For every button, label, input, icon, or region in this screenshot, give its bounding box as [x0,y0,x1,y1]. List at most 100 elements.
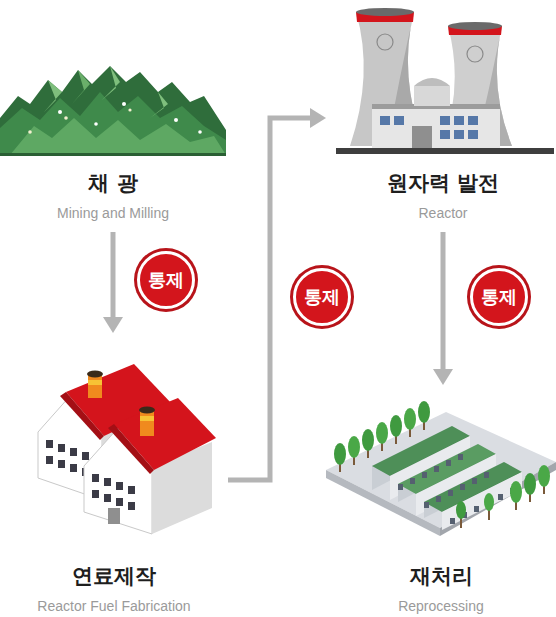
reprocessing-illustration-part-part [390,415,402,437]
reprocessing-illustration-part-part [460,518,462,528]
mountain-illustration-part [44,80,62,112]
mountain-illustration-part [122,102,126,106]
factory-illustration-part [92,474,99,482]
factory-illustration-part [116,498,123,506]
reprocessing-illustration-part-part [334,443,346,465]
reactor-illustration-part [440,116,450,125]
factory-illustration-part [92,490,99,498]
reactor-illustration-part [377,34,393,50]
edge-label: 통제 [481,285,517,309]
stage-title: 재처리 [410,563,473,589]
factory-illustration-part [116,482,123,490]
reprocessing-illustration-part-part [348,436,360,458]
mountain-illustration-part [198,130,202,134]
mountain-illustration-part [64,116,68,120]
reprocessing-illustration-part-part [538,465,550,487]
factory-illustration-part [128,502,135,510]
factory-illustration-part [140,410,154,436]
factory-illustration-part [60,392,104,440]
reprocessing-illustration-part-part [488,510,490,520]
stage-title: 원자력 발전 [387,170,499,196]
factory-illustration-part [58,444,65,452]
reprocessing-illustration-part-part [460,484,465,490]
mountain-illustration-part [10,118,226,155]
reactor-illustration-part [380,116,390,125]
edge-label: 통제 [148,268,184,292]
mountain-illustration-part [128,108,131,111]
factory-illustration-part [139,407,155,414]
reactor-illustration-part [336,148,554,154]
factory-illustration-part [114,398,216,470]
mountain-illustration-part [72,70,90,104]
reprocessing-illustration-part-part [484,493,494,511]
mountain-illustration-part [174,118,178,122]
stage-node: 채 광 Mining and Milling [0,60,226,228]
reprocessing-illustration-part [326,412,556,528]
reprocessing-illustration-part-part [376,422,388,444]
reprocessing-illustration-part-part [436,496,441,502]
reprocessing-illustration-part [398,454,515,524]
edge-label: 통제 [304,285,340,309]
factory-illustration-part [88,380,102,385]
reactor-illustration-part [394,116,404,125]
reprocessing-illustration-part-part [484,472,489,478]
reprocessing-illustration-part-part [474,506,479,512]
factory-illustration-part [108,508,120,524]
reprocessing-illustration-part-part [446,460,451,466]
control-badge: 통제 [293,268,351,326]
reprocessing-illustration-part-part [410,478,415,484]
reprocessing-illustration-part-part [434,466,439,472]
reprocessing-illustration-part-part [422,472,427,478]
stage-node: 원자력 발전Reactor [330,0,556,228]
mountain-illustration [0,66,226,156]
reprocessing-illustration-part-part [456,501,466,519]
reactor-illustration-part [440,130,450,139]
factory-illustration-part [104,478,111,486]
reprocessing-illustration-part-part [448,490,453,496]
reprocessing-illustration-part [334,401,550,528]
factory-illustration-part [70,448,77,456]
factory-illustration-part [87,371,103,378]
reactor-illustration-part [454,130,464,139]
factory-illustration-part [88,374,102,398]
stage-node: 재처리 Reprocessing [326,388,556,617]
mountain-illustration-part [102,66,120,100]
reprocessing-illustration-part-part [362,429,374,451]
reactor-illustration-part [448,22,502,30]
reprocessing-illustration-part-part [450,518,455,524]
connector-line [111,232,116,319]
mountain-illustration-part [0,92,226,155]
flow-connector [228,108,326,480]
reprocessing-illustration-part-part [398,484,403,490]
reprocessing-illustration-part-part [510,481,522,503]
flow-connector [103,232,123,333]
factory-illustration-part [46,456,53,464]
stage-subtitle: Mining and Milling [57,204,169,222]
stage-subtitle: Reprocessing [398,597,484,615]
reactor-illustration-part [414,86,450,106]
reprocessing-illustration-part-part [472,478,477,484]
stage-subtitle: Reactor Fuel Fabrication [37,597,190,615]
factory-illustration-part [82,452,89,460]
mountain-illustration-part [0,66,226,155]
reactor-illustration-part [372,104,500,150]
arrow-head [103,317,123,333]
reprocessing-illustration-part-part [418,401,430,423]
reactor-illustration-part [467,46,483,62]
reactor-illustration-part [356,8,414,16]
flow-connector [433,232,453,385]
factory-illustration-part [104,494,111,502]
reactor-illustration-part [468,130,478,139]
mountain-illustration-part [28,130,32,134]
factory-illustration-part [46,440,53,448]
reactor-illustration-part [414,78,450,86]
mountain-illustration-part [94,122,98,126]
reactor-illustration-part [468,116,478,125]
stage-title: 채 광 [88,170,137,196]
reprocessing-illustration-part-part [404,408,416,430]
factory-illustration-part [128,486,135,494]
stage-title: 연료제작 [72,563,156,589]
reactor-illustration-part [412,126,432,150]
